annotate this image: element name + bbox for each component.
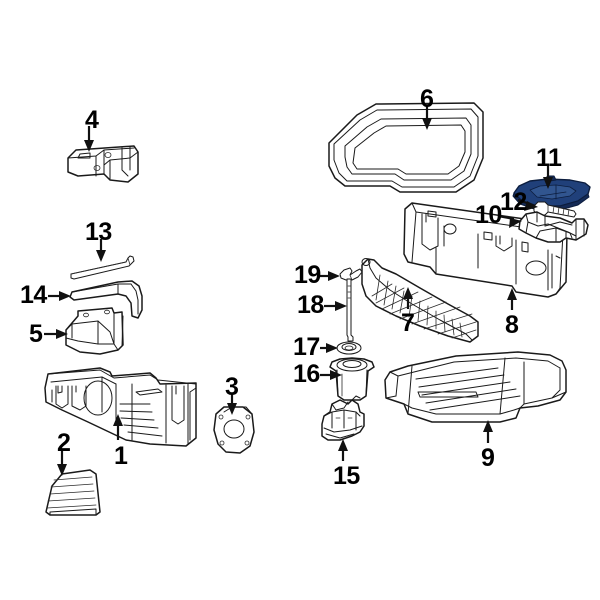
callout-number-8[interactable]: 8 (505, 311, 519, 339)
part-10-scissor-jack[interactable] (518, 211, 589, 243)
callout-number-6[interactable]: 6 (420, 85, 434, 113)
part-3-speaker-cover[interactable] (213, 406, 255, 454)
part-2-side-trim-grille[interactable] (45, 469, 101, 516)
callout-number-16[interactable]: 16 (293, 360, 320, 388)
callout-number-3[interactable]: 3 (225, 373, 239, 401)
callout-number-1[interactable]: 1 (114, 442, 128, 470)
part-13-lug-wrench-rod[interactable] (70, 255, 135, 280)
part-9-spare-tire-cover-tray[interactable] (384, 351, 567, 423)
part-14-jack-handle[interactable] (69, 280, 143, 319)
part-18-hold-down-rod[interactable] (346, 278, 354, 342)
callout-number-5[interactable]: 5 (29, 320, 43, 348)
part-19-wing-nut[interactable] (339, 267, 363, 281)
callout-number-4[interactable]: 4 (85, 106, 99, 134)
callout-number-13[interactable]: 13 (85, 218, 112, 246)
leader-lines (44, 105, 553, 476)
callout-number-17[interactable]: 17 (293, 333, 320, 361)
callout-number-7[interactable]: 7 (401, 309, 415, 337)
part-1-rear-trim-panel[interactable] (44, 367, 197, 447)
callout-number-15[interactable]: 15 (333, 462, 360, 490)
callout-number-9[interactable]: 9 (481, 444, 495, 472)
part-6-cargo-floor-mat[interactable] (328, 102, 484, 193)
callout-number-19[interactable]: 19 (294, 261, 321, 289)
callout-number-10[interactable]: 10 (475, 201, 502, 229)
callout-number-12[interactable]: 12 (500, 188, 527, 216)
callout-number-2[interactable]: 2 (57, 429, 71, 457)
part-7-cargo-net[interactable] (361, 258, 479, 343)
part-4-jack-storage-bracket[interactable] (67, 145, 139, 183)
part-5-corner-trim-cover[interactable] (65, 307, 124, 355)
part-15-jack-assembly[interactable] (321, 395, 365, 441)
callout-number-11[interactable]: 11 (536, 144, 562, 172)
part-16-tie-down-grommet[interactable] (329, 357, 375, 401)
part-17-retainer-washer[interactable] (336, 341, 362, 355)
callout-number-18[interactable]: 18 (297, 291, 324, 319)
callout-number-14[interactable]: 14 (20, 281, 47, 309)
